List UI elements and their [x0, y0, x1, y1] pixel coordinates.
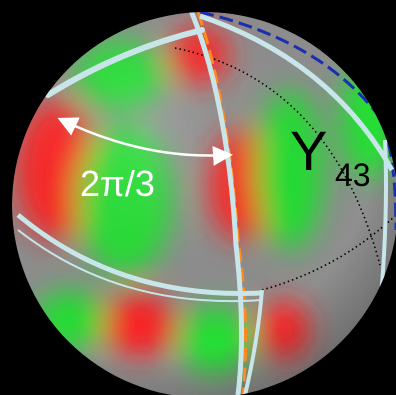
angle-label: 2π/3: [80, 163, 155, 204]
sphere-shading: [12, 12, 396, 395]
function-label: Y: [290, 119, 327, 182]
node-line-lower-branch: [243, 289, 264, 395]
node-line-equator-lower: [16, 213, 263, 297]
node-line-meridian: [187, 12, 245, 395]
node-line-top: [45, 27, 205, 98]
blue-dashed-curve: [199, 12, 396, 231]
dotted-meridian: [174, 47, 381, 266]
sphere: [12, 12, 396, 395]
node-line-equator-lower-edge: [17, 229, 263, 303]
angle-arrow: [57, 117, 233, 166]
dotted-equator: [261, 214, 396, 291]
function-subscript: 43: [335, 157, 371, 193]
node-line-right: [199, 13, 395, 172]
